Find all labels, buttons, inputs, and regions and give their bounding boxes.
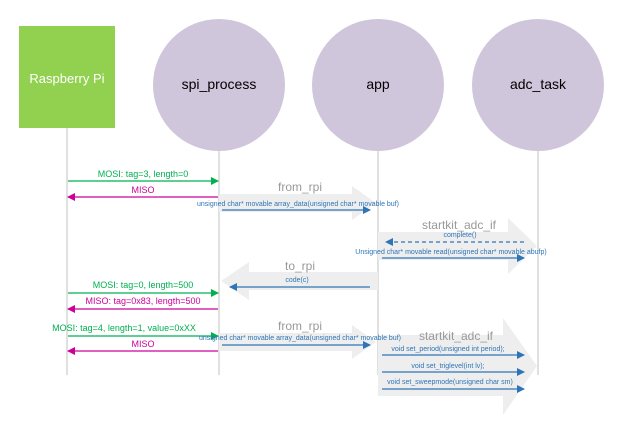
message-label-mosi-3: MOSI: tag=4, length=1, value=0xXX xyxy=(52,323,196,333)
interface-arrow-from-rpi-1 xyxy=(219,186,376,220)
message-label-miso-2: MISO: tag=0x83, length=500 xyxy=(85,296,200,306)
call-label-complete: complete() xyxy=(443,232,476,239)
call-label-set-sweepmode: void set_sweepmode(unsigned char sm) xyxy=(387,379,513,386)
participant-adc-task-label: adc_task xyxy=(510,76,567,92)
interface-label-to-rpi: to_rpi xyxy=(285,259,315,273)
message-label-mosi-1: MOSI: tag=3, length=0 xyxy=(98,169,189,179)
interface-arrow-startkit-adc-if-1 xyxy=(378,218,537,274)
interface-label-startkit-adc-if-2: startkit_adc_if xyxy=(419,329,494,343)
participant-app-label: app xyxy=(366,76,390,92)
participant-raspberry-pi-box xyxy=(19,26,115,128)
participant-app-node xyxy=(312,19,444,151)
interface-label-from-rpi-1: from_rpi xyxy=(278,180,322,194)
message-label-miso-3: MISO xyxy=(131,339,154,349)
participant-adc-task-node xyxy=(472,19,604,151)
call-label-array-data-2: unsigned char* movable array_data(unsign… xyxy=(199,335,401,342)
interface-label-startkit-adc-if-1: startkit_adc_if xyxy=(422,218,497,232)
message-label-mosi-2: MOSI: tag=0, length=500 xyxy=(93,280,194,290)
participant-raspberry-pi-label: Raspberry Pi xyxy=(29,71,104,86)
participant-spi-process-node xyxy=(153,19,285,151)
interface-label-from-rpi-2: from_rpi xyxy=(278,319,322,333)
participant-spi-process-label: spi_process xyxy=(182,76,257,92)
message-label-miso-1: MISO xyxy=(131,185,154,195)
interface-arrow-to-rpi xyxy=(221,262,378,300)
call-label-set-triglevel: void set_triglevel(int lv); xyxy=(411,363,484,370)
call-label-set-period: void set_period(unsigned int period); xyxy=(391,346,504,353)
call-label-read: Unsigned char* movable read(unsigned cha… xyxy=(355,249,546,256)
interface-arrow-startkit-adc-if-2 xyxy=(378,318,537,415)
call-label-array-data-1: unsigned char* movable array_data(unsign… xyxy=(197,201,399,208)
call-label-code: code(c) xyxy=(285,277,308,284)
interface-arrow-from-rpi-2 xyxy=(219,325,376,359)
